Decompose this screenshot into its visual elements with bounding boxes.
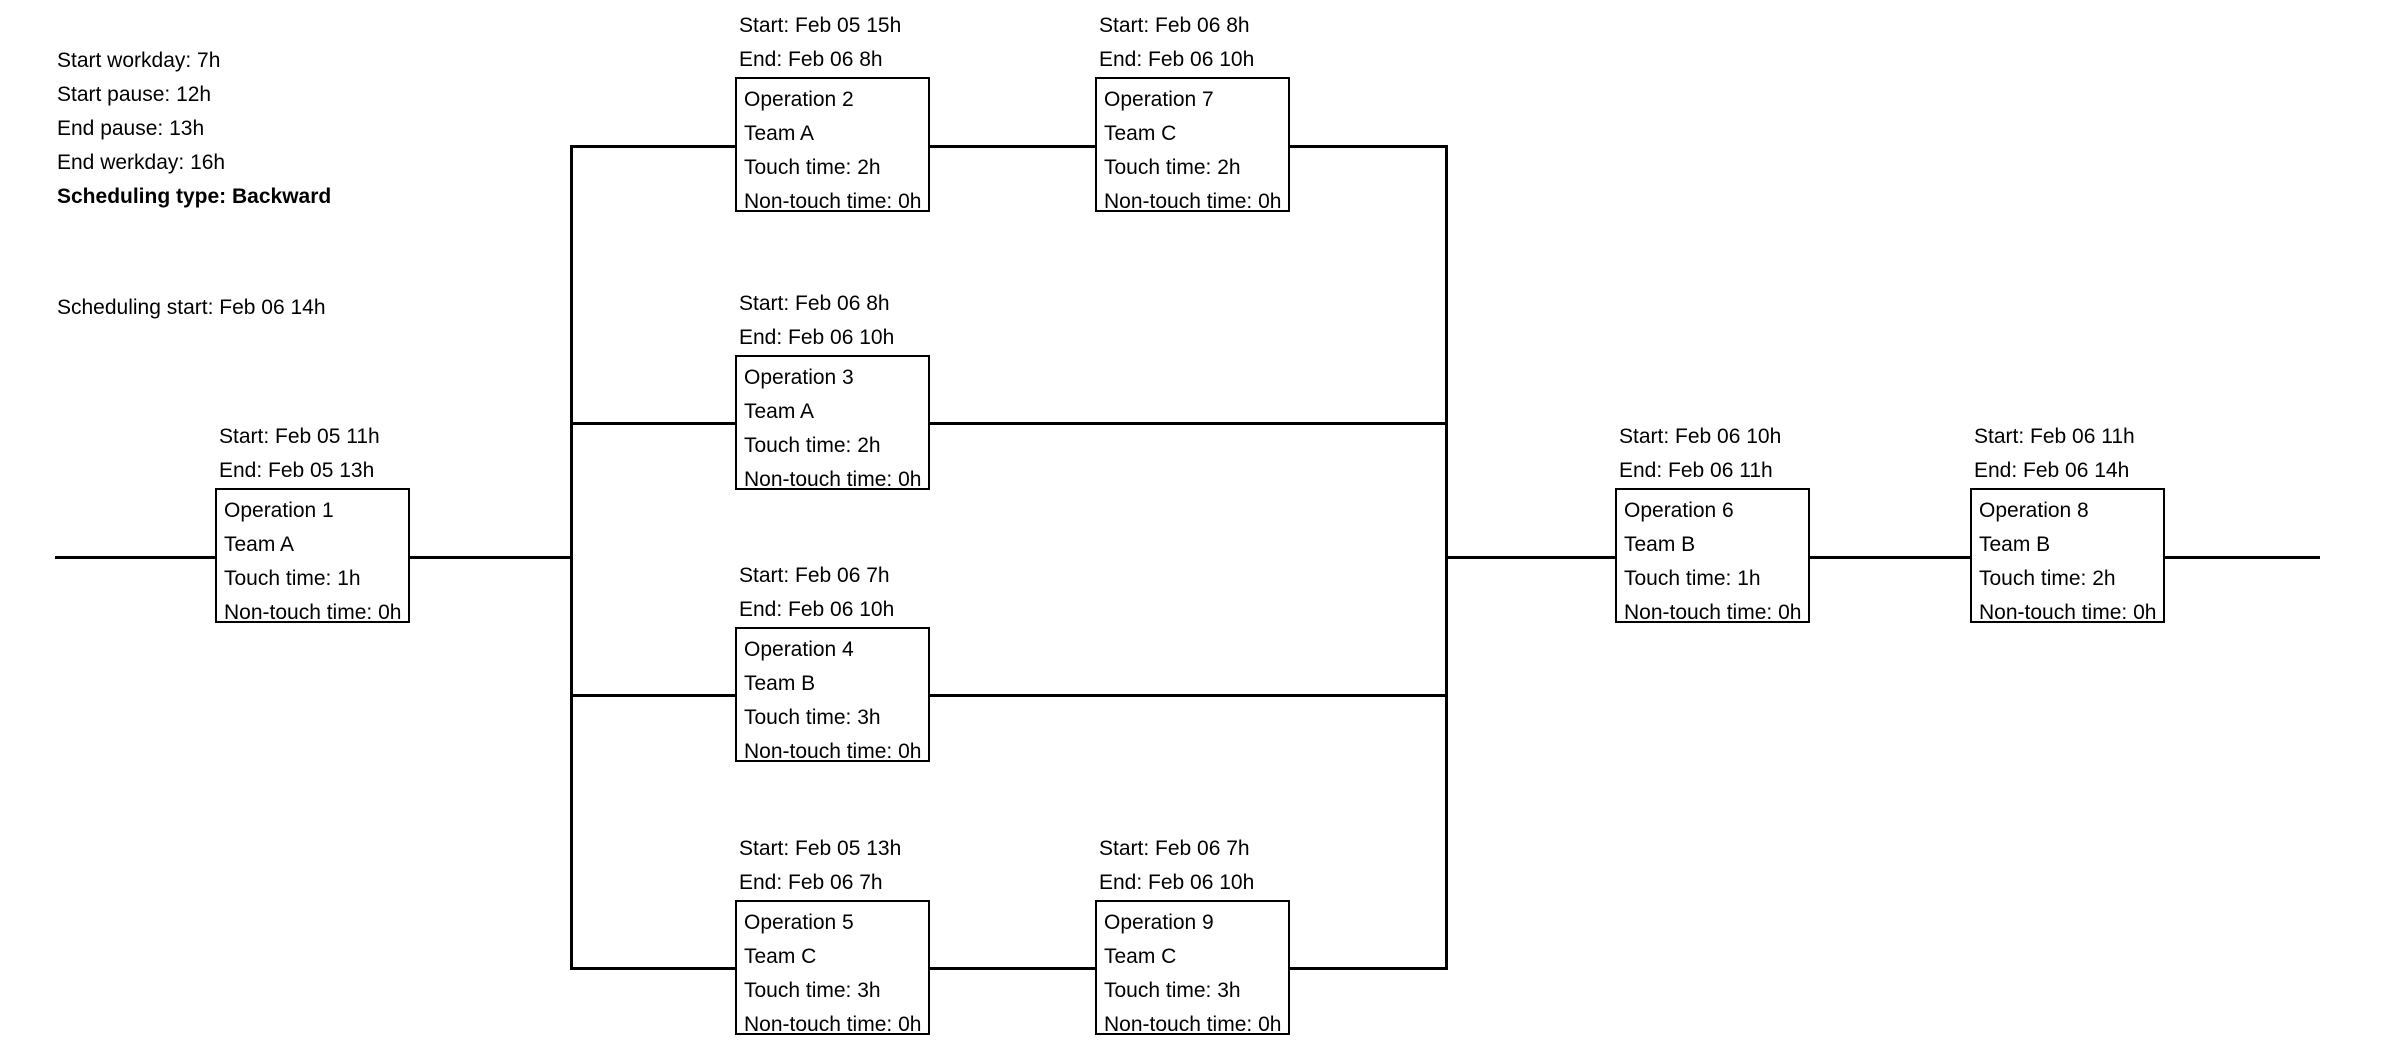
operation-8-times: Start: Feb 06 11h End: Feb 06 14h bbox=[1974, 420, 2135, 488]
spine-op1-to-fan bbox=[410, 556, 572, 559]
branch-to-operation-3 bbox=[570, 422, 737, 425]
operation-6-box[interactable]: Operation 6 Team B Touch time: 1h Non-to… bbox=[1615, 488, 1810, 623]
operation-9-times: Start: Feb 06 7h End: Feb 06 10h bbox=[1099, 832, 1254, 900]
operation-1-box[interactable]: Operation 1 Team A Touch time: 1h Non-to… bbox=[215, 488, 410, 623]
operation-8-end: End: Feb 06 14h bbox=[1974, 459, 2130, 482]
operation-5-start: Start: Feb 05 13h bbox=[739, 837, 902, 860]
operation-3-box[interactable]: Operation 3 Team A Touch time: 2h Non-to… bbox=[735, 355, 930, 490]
operation-9-team: Team C bbox=[1104, 945, 1177, 968]
operation-9-end: End: Feb 06 10h bbox=[1099, 871, 1255, 894]
merge-from-operation-3 bbox=[928, 422, 1448, 425]
operation-4-end: End: Feb 06 10h bbox=[739, 598, 895, 621]
operation-4-team: Team B bbox=[744, 672, 816, 695]
operation-8-touch-time: Touch time: 2h bbox=[1979, 567, 2116, 590]
link-merge-to-operation-6 bbox=[1445, 556, 1617, 559]
end-workday-label: End werkday: 16h bbox=[57, 151, 226, 174]
operation-1-times: Start: Feb 05 11h End: Feb 05 13h bbox=[219, 420, 380, 488]
operation-4-name: Operation 4 bbox=[744, 638, 854, 661]
merge-from-operation-7 bbox=[1288, 145, 1448, 148]
end-pause-label: End pause: 13h bbox=[57, 117, 205, 140]
scheduling-parameters: Start workday: 7h Start pause: 12h End p… bbox=[57, 44, 331, 214]
scheduling-start-label: Scheduling start: Feb 06 14h bbox=[57, 296, 326, 319]
operation-8-nontouch-time: Non-touch time: 0h bbox=[1979, 601, 2157, 624]
operation-5-end: End: Feb 06 7h bbox=[739, 871, 883, 894]
operation-7-box[interactable]: Operation 7 Team C Touch time: 2h Non-to… bbox=[1095, 77, 1290, 212]
operation-2-touch-time: Touch time: 2h bbox=[744, 156, 881, 179]
operation-7-team: Team C bbox=[1104, 122, 1177, 145]
operation-5-nontouch-time: Non-touch time: 0h bbox=[744, 1013, 922, 1036]
start-workday-label: Start workday: 7h bbox=[57, 49, 221, 72]
operation-1-name: Operation 1 bbox=[224, 499, 334, 522]
operation-7-end: End: Feb 06 10h bbox=[1099, 48, 1255, 71]
operation-2-times: Start: Feb 05 15h End: Feb 06 8h bbox=[739, 9, 901, 77]
spine-left-entry bbox=[55, 556, 215, 559]
operation-3-end: End: Feb 06 10h bbox=[739, 326, 895, 349]
operation-6-touch-time: Touch time: 1h bbox=[1624, 567, 1761, 590]
operation-7-start: Start: Feb 06 8h bbox=[1099, 14, 1250, 37]
operation-8-name: Operation 8 bbox=[1979, 499, 2089, 522]
link-operation-5-to-9 bbox=[928, 967, 1097, 970]
branch-to-operation-2 bbox=[570, 145, 737, 148]
operation-6-times: Start: Feb 06 10h End: Feb 06 11h bbox=[1619, 420, 1781, 488]
operation-7-nontouch-time: Non-touch time: 0h bbox=[1104, 190, 1282, 213]
operation-1-start: Start: Feb 05 11h bbox=[219, 425, 380, 448]
operation-8-box[interactable]: Operation 8 Team B Touch time: 2h Non-to… bbox=[1970, 488, 2165, 623]
operation-1-nontouch-time: Non-touch time: 0h bbox=[224, 601, 402, 624]
operation-2-start: Start: Feb 05 15h bbox=[739, 14, 902, 37]
operation-2-end: End: Feb 06 8h bbox=[739, 48, 883, 71]
operation-3-name: Operation 3 bbox=[744, 366, 854, 389]
operation-2-nontouch-time: Non-touch time: 0h bbox=[744, 190, 922, 213]
operation-2-box[interactable]: Operation 2 Team A Touch time: 2h Non-to… bbox=[735, 77, 930, 212]
branch-to-operation-4 bbox=[570, 694, 737, 697]
operation-4-nontouch-time: Non-touch time: 0h bbox=[744, 740, 922, 763]
spine-right-exit bbox=[2163, 556, 2320, 559]
operation-7-touch-time: Touch time: 2h bbox=[1104, 156, 1241, 179]
operation-3-start: Start: Feb 06 8h bbox=[739, 292, 890, 315]
operation-6-nontouch-time: Non-touch time: 0h bbox=[1624, 601, 1802, 624]
start-pause-label: Start pause: 12h bbox=[57, 83, 212, 106]
operation-9-touch-time: Touch time: 3h bbox=[1104, 979, 1241, 1002]
operation-9-start: Start: Feb 06 7h bbox=[1099, 837, 1250, 860]
merge-from-operation-4 bbox=[928, 694, 1448, 697]
link-operation-2-to-7 bbox=[928, 145, 1097, 148]
operation-5-touch-time: Touch time: 3h bbox=[744, 979, 881, 1002]
operation-5-times: Start: Feb 05 13h End: Feb 06 7h bbox=[739, 832, 901, 900]
operation-3-nontouch-time: Non-touch time: 0h bbox=[744, 468, 922, 491]
operation-5-team: Team C bbox=[744, 945, 817, 968]
operation-9-box[interactable]: Operation 9 Team C Touch time: 3h Non-to… bbox=[1095, 900, 1290, 1035]
operation-1-touch-time: Touch time: 1h bbox=[224, 567, 361, 590]
operation-8-start: Start: Feb 06 11h bbox=[1974, 425, 2135, 448]
operation-8-team: Team B bbox=[1979, 533, 2051, 556]
merge-from-operation-9 bbox=[1288, 967, 1448, 970]
scheduling-type-label: Scheduling type: Backward bbox=[57, 185, 332, 208]
operation-9-nontouch-time: Non-touch time: 0h bbox=[1104, 1013, 1282, 1036]
fan-out-vertical-bar bbox=[570, 145, 573, 967]
operation-5-name: Operation 5 bbox=[744, 911, 854, 934]
operation-6-name: Operation 6 bbox=[1624, 499, 1734, 522]
operation-4-box[interactable]: Operation 4 Team B Touch time: 3h Non-to… bbox=[735, 627, 930, 762]
link-operation-6-to-8 bbox=[1808, 556, 1972, 559]
operation-6-start: Start: Feb 06 10h bbox=[1619, 425, 1782, 448]
operation-7-name: Operation 7 bbox=[1104, 88, 1214, 111]
operation-4-start: Start: Feb 06 7h bbox=[739, 564, 890, 587]
operation-5-box[interactable]: Operation 5 Team C Touch time: 3h Non-to… bbox=[735, 900, 930, 1035]
operation-3-team: Team A bbox=[744, 400, 815, 423]
operation-7-times: Start: Feb 06 8h End: Feb 06 10h bbox=[1099, 9, 1254, 77]
operation-3-times: Start: Feb 06 8h End: Feb 06 10h bbox=[739, 287, 894, 355]
operation-4-times: Start: Feb 06 7h End: Feb 06 10h bbox=[739, 559, 894, 627]
operation-4-touch-time: Touch time: 3h bbox=[744, 706, 881, 729]
operation-1-team: Team A bbox=[224, 533, 295, 556]
operation-6-team: Team B bbox=[1624, 533, 1696, 556]
operation-2-name: Operation 2 bbox=[744, 88, 854, 111]
operation-2-team: Team A bbox=[744, 122, 815, 145]
operation-1-end: End: Feb 05 13h bbox=[219, 459, 375, 482]
operation-3-touch-time: Touch time: 2h bbox=[744, 434, 881, 457]
operation-9-name: Operation 9 bbox=[1104, 911, 1214, 934]
branch-to-operation-5 bbox=[570, 967, 737, 970]
operation-6-end: End: Feb 06 11h bbox=[1619, 459, 1773, 482]
